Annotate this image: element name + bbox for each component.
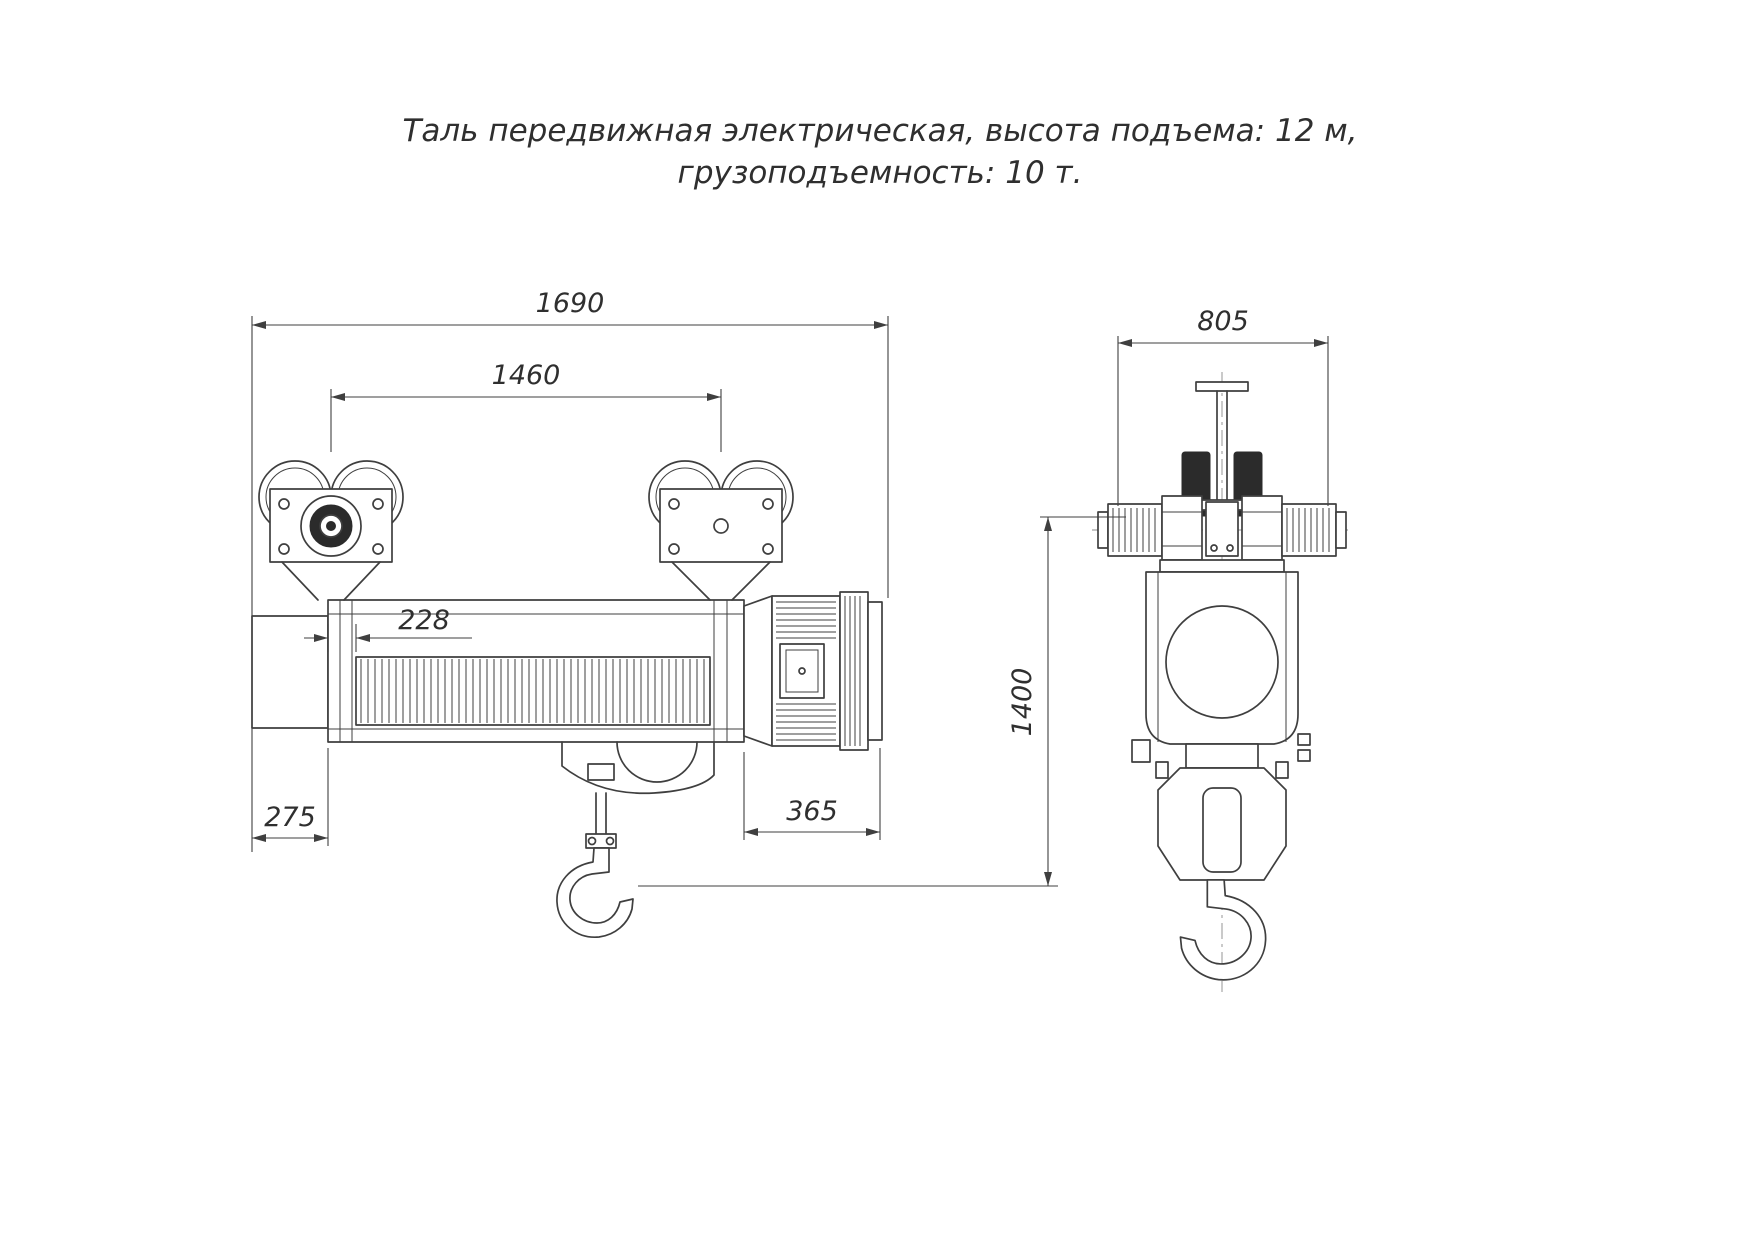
- bolt: [278, 498, 290, 510]
- drawing-title-line2: грузоподъемность: 10 т.: [678, 155, 1083, 191]
- bolt: [372, 543, 384, 555]
- brake-ribs: [844, 596, 861, 746]
- dim-wheelbase-label: 1460: [492, 360, 561, 391]
- bolt: [668, 543, 680, 555]
- motor-fins-top: [776, 601, 836, 639]
- housing-tab-left: [1131, 739, 1151, 763]
- motor-end-cap: [867, 601, 883, 741]
- side-view: [251, 460, 883, 938]
- housing-tab-right: [1297, 749, 1311, 762]
- motor-cap-right: [1335, 511, 1347, 549]
- axle-hub: [713, 518, 729, 534]
- crane-hook: [556, 847, 634, 938]
- travel-motor-shaft: [326, 521, 336, 531]
- end-view: [1092, 372, 1352, 992]
- dim-drum-offset-label: 228: [398, 605, 450, 636]
- bolt: [372, 498, 384, 510]
- bolt: [1226, 544, 1234, 552]
- rope-guide-pan: [561, 741, 715, 795]
- shackle-pin: [605, 836, 615, 846]
- motor-fins-bottom: [776, 703, 836, 741]
- drive-motor-right: [1281, 503, 1337, 557]
- brake-housing: [839, 591, 869, 751]
- motor-ribs-right: [1286, 508, 1330, 552]
- rope-exit-block: [587, 763, 615, 781]
- bolt: [668, 498, 680, 510]
- block-tab: [1275, 761, 1289, 779]
- rope-drum: [355, 656, 711, 726]
- bolt: [1210, 544, 1218, 552]
- gearbox-left: [1161, 495, 1203, 561]
- motor-ribs-left: [1112, 508, 1156, 552]
- drum-support-tube: [251, 615, 329, 729]
- hook-side-view: [556, 833, 634, 938]
- dimensions: 1690 1460 228 275 365 805 1400: [251, 288, 1329, 887]
- gearbox-right: [1241, 495, 1283, 561]
- housing-opening: [1165, 605, 1279, 719]
- motor-flange: [743, 595, 773, 747]
- trolley-bracket: [281, 561, 381, 601]
- housing-tab-right: [1297, 733, 1311, 746]
- beam-top-flange: [1195, 381, 1249, 392]
- terminal-box-cover: [785, 649, 819, 693]
- bolt: [278, 543, 290, 555]
- dim-hook-drop-label: 1400: [1007, 668, 1038, 737]
- trolley-left: [258, 460, 404, 601]
- title-block: Таль передвижная электрическая, высота п…: [402, 113, 1357, 191]
- guide-pulley: [616, 741, 698, 783]
- drawing-title-line1: Таль передвижная электрическая, высота п…: [402, 113, 1357, 149]
- bolt: [762, 498, 774, 510]
- dim-left-overhang-label: 275: [264, 802, 316, 833]
- hook-trunnion: [1185, 743, 1259, 769]
- dim-overall-length-label: 1690: [536, 288, 605, 319]
- terminal-box-screw: [798, 667, 806, 675]
- crane-hook: [1180, 880, 1265, 980]
- block-tab: [1155, 761, 1169, 779]
- terminal-box: [779, 643, 825, 699]
- hook-shackle: [585, 833, 617, 849]
- drive-motor-left: [1107, 503, 1163, 557]
- hoist-motor: [743, 591, 883, 751]
- crossbar: [1159, 559, 1285, 573]
- hook-end-view: [1180, 880, 1265, 980]
- shackle-pin: [587, 836, 597, 846]
- dim-width-label: 805: [1197, 306, 1249, 337]
- hook-block-window: [1202, 787, 1242, 873]
- trolley-right: [648, 460, 794, 601]
- rope-winding-hatch: [360, 659, 705, 723]
- bolt: [762, 543, 774, 555]
- trolley-bracket: [671, 561, 771, 601]
- dim-motor-length-label: 365: [786, 796, 838, 827]
